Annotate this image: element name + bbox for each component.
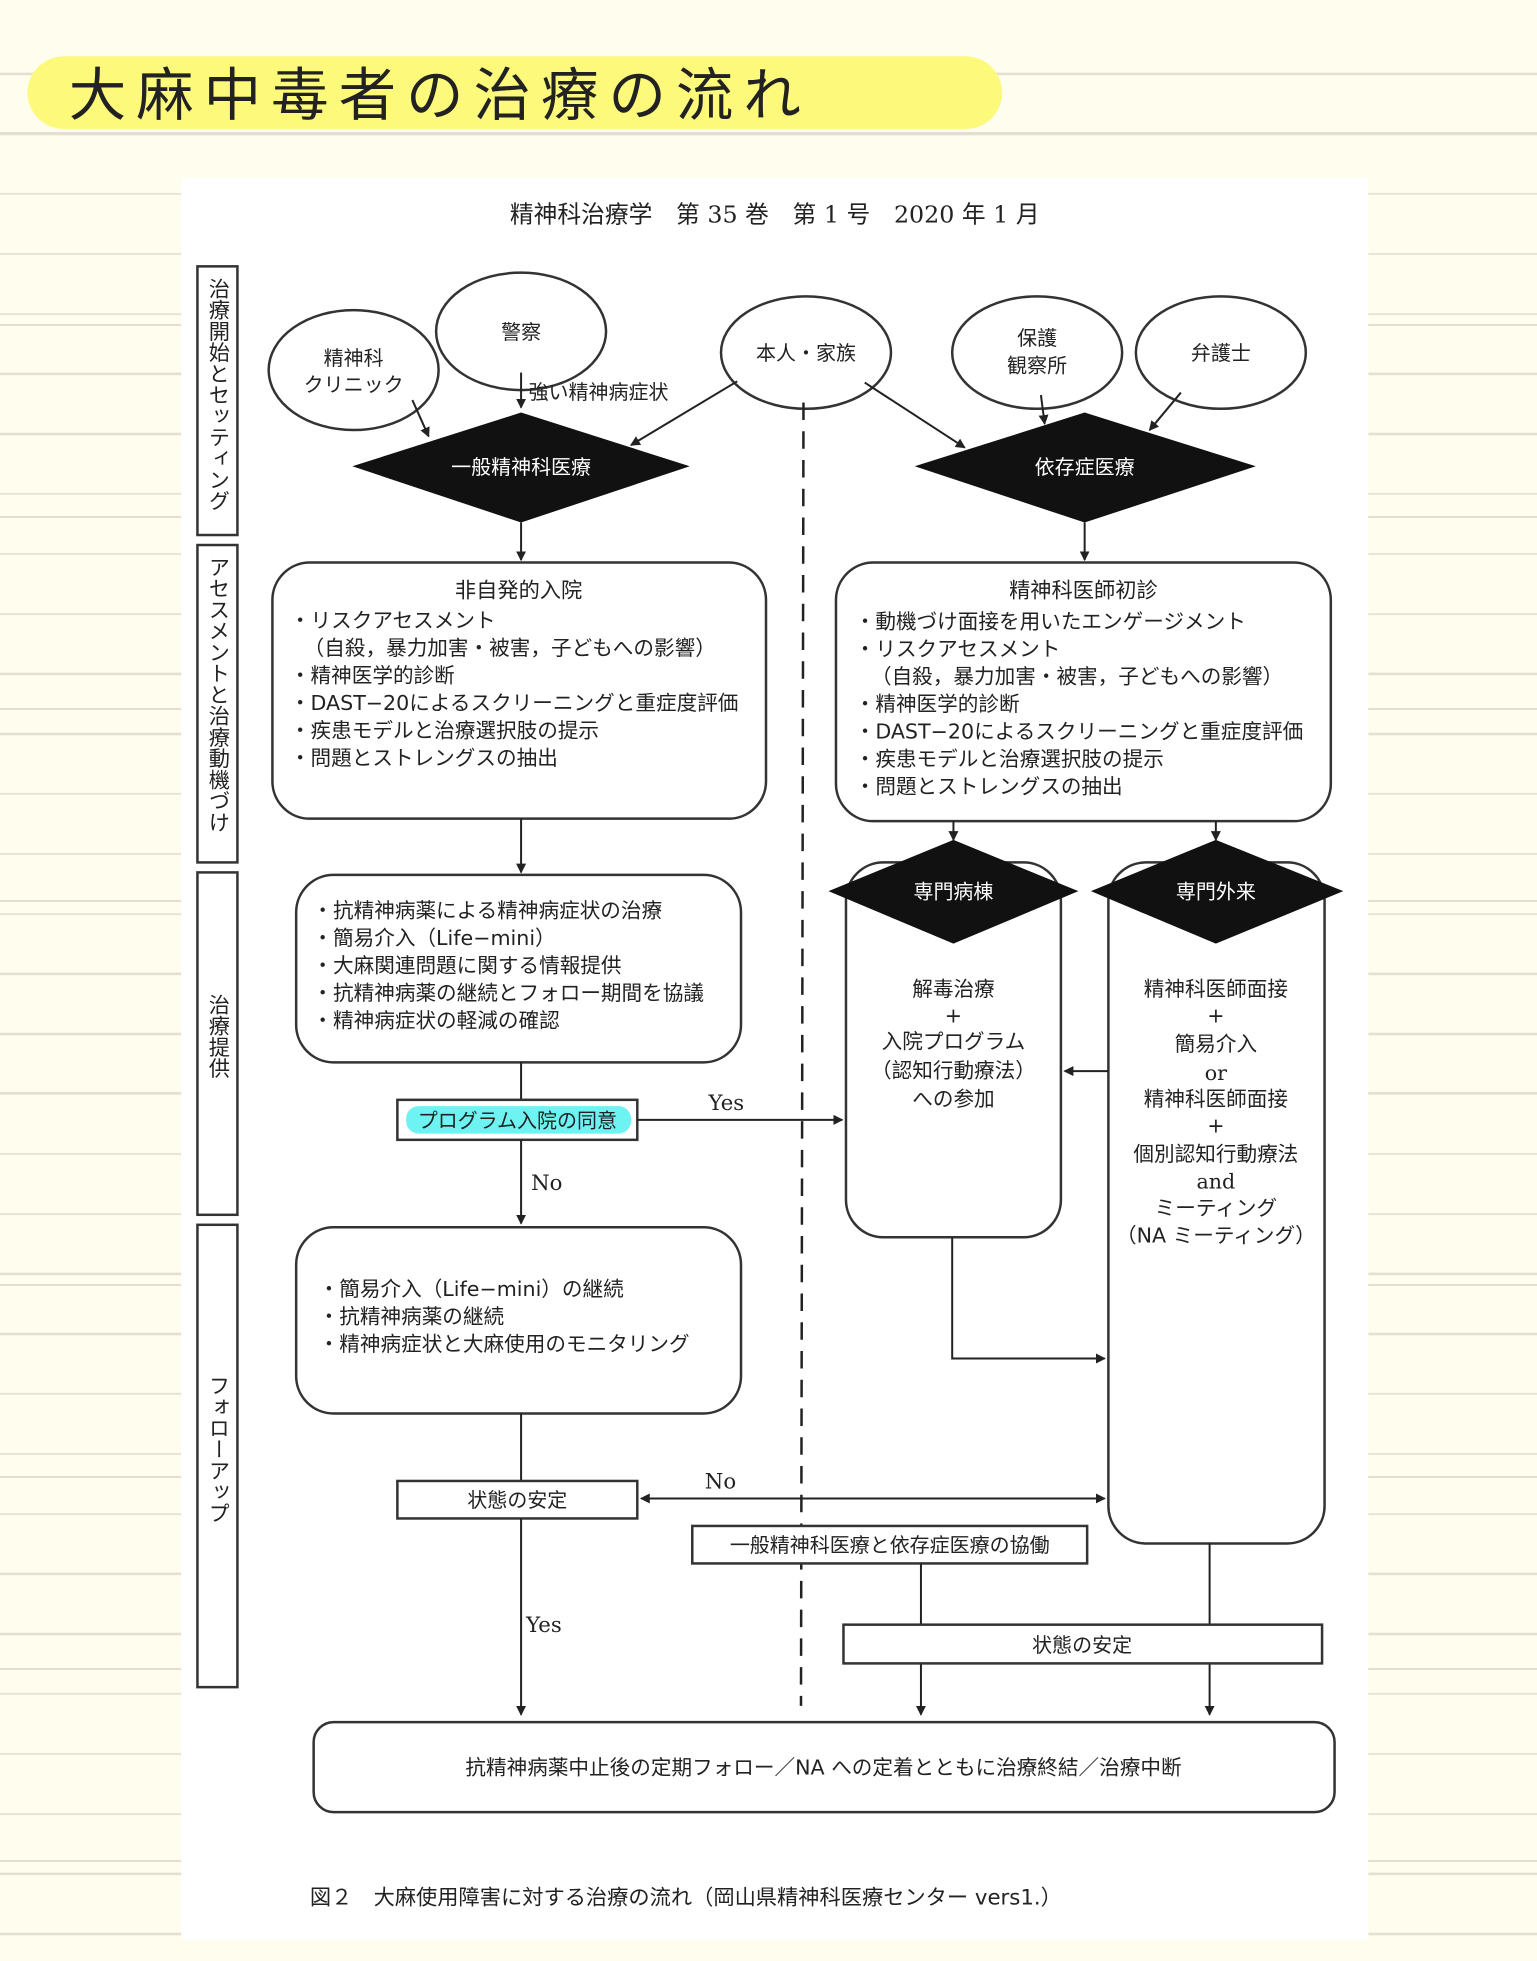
stable-box-left: 状態の安定 [396,1479,639,1520]
source-police: 警察 [434,271,608,392]
svg-text:+: + [945,1003,962,1027]
svg-text:専門外来: 専門外来 [1176,880,1256,904]
source-probation: 保護 観察所 [950,295,1124,411]
svg-text:（認知行動療法）: （認知行動療法） [871,1058,1036,1082]
severe-symptoms-label: 強い精神病症状 [529,380,669,404]
figure-caption: 図２ 大麻使用障害に対する治療の流れ（岡山県精神科医療センター vers1.） [310,1886,1062,1911]
svg-text:入院プログラム: 入院プログラム [882,1030,1026,1054]
note-title: 大麻中毒者の治療の流れ [69,62,811,129]
svg-text:・簡易介入（Life−mini）: ・簡易介入（Life−mini） [312,926,555,950]
svg-text:抗精神病薬中止後の定期フォロー／NA への定着とともに治療終: 抗精神病薬中止後の定期フォロー／NA への定着とともに治療終結／治療中断 [465,1756,1181,1780]
svg-text:（NA ミーティング）: （NA ミーティング） [1116,1223,1316,1247]
divider-dashed-line [799,402,805,1706]
first-visit-arrows [948,821,1221,842]
svg-text:ミーティング: ミーティング [1155,1196,1277,1220]
source-lawyer: 弁護士 [1134,295,1308,411]
svg-text:・リスクアセスメント: ・リスクアセスメント [855,637,1061,661]
svg-text:非自発的入院: 非自発的入院 [455,578,582,603]
specialized-outpatient: 専門外来 精神科医師面接 + 簡易介入 or 精神科医師面接 + 個別認知行動療… [1090,839,1344,1545]
svg-text:クリニック: クリニック [304,372,404,396]
treatment-box: ・抗精神病薬による精神病症状の治療 ・簡易介入（Life−mini） ・大麻関連… [294,873,743,1064]
svg-text:精神科医師初診: 精神科医師初診 [1009,578,1158,603]
diamond-to-box-arrows [516,522,1090,562]
specialized-ward: 専門病棟 解毒治療 + 入院プログラム （認知行動療法） への参加 [828,839,1079,1239]
svg-text:状態の安定: 状態の安定 [1032,1633,1132,1657]
svg-text:・精神医学的診断: ・精神医学的診断 [855,692,1020,716]
svg-text:・精神病症状の軽減の確認: ・精神病症状の軽減の確認 [312,1008,559,1032]
svg-text:一般精神科医療: 一般精神科医療 [451,455,591,479]
svg-text:保護: 保護 [1017,326,1057,350]
svg-text:and: and [1196,1170,1235,1194]
general-psychiatry-diamond: 一般精神科医療 [352,412,690,523]
svg-text:・抗精神病薬の継続とフォロー期間を協議: ・抗精神病薬の継続とフォロー期間を協議 [312,981,704,1005]
svg-text:簡易介入: 簡易介入 [1175,1032,1257,1056]
phase-label-assessment: アセスメントと治療動機づけ [205,556,230,832]
svg-text:+: + [1207,1003,1224,1027]
svg-text:・疾患モデルと治療選択肢の提示: ・疾患モデルと治療選択肢の提示 [290,718,599,742]
svg-text:（自殺，暴力加害・被害，子どもへの影響）: （自殺，暴力加害・被害，子どもへの影響） [871,665,1283,689]
svg-text:警察: 警察 [501,320,541,344]
no-label: No [531,1171,562,1196]
svg-text:（自殺，暴力加害・被害，子どもへの影響）: （自殺，暴力加害・被害，子どもへの影響） [304,636,716,660]
svg-text:プログラム入院の同意: プログラム入院の同意 [418,1108,617,1132]
yes-label: Yes [708,1091,745,1116]
svg-text:・問題とストレングスの抽出: ・問題とストレングスの抽出 [290,746,558,770]
svg-text:+: + [1207,1113,1224,1137]
title-highlight [27,56,1003,129]
svg-text:依存症医療: 依存症医療 [1035,455,1135,479]
svg-text:・問題とストレングスの抽出: ・問題とストレングスの抽出 [855,775,1123,799]
svg-text:精神科医師面接: 精神科医師面接 [1144,1087,1288,1111]
followup-box: ・簡易介入（Life−mini）の継続 ・抗精神病薬の継続 ・精神病症状と大麻使… [294,1226,743,1415]
consent-box: プログラム入院の同意 [396,1098,639,1142]
svg-text:状態の安定: 状態の安定 [467,1488,567,1512]
svg-text:個別認知行動療法: 個別認知行動療法 [1133,1142,1298,1166]
svg-text:・DAST−20によるスクリーニングと重症度評価: ・DAST−20によるスクリーニングと重症度評価 [290,691,739,715]
phase-label-setting: 治療開始とセッティング [205,277,230,511]
svg-text:・DAST−20によるスクリーニングと重症度評価: ・DAST−20によるスクリーニングと重症度評価 [855,720,1304,744]
ward-to-outpatient-arrow [951,1237,1106,1364]
cyan-highlight [406,1106,632,1134]
svg-text:・精神医学的診断: ・精神医学的診断 [290,663,455,687]
involuntary-admission-box: 非自発的入院 ・リスクアセスメント （自殺，暴力加害・被害，子どもへの影響） ・… [271,561,768,820]
svg-text:解毒治療: 解毒治療 [912,977,994,1001]
svg-text:精神科医師面接: 精神科医師面接 [1144,977,1288,1001]
collaboration-box: 一般精神科医療と依存症医療の協働 [691,1524,1089,1565]
svg-text:・動機づけ面接を用いたエンゲージメント: ・動機づけ面接を用いたエンゲージメント [855,610,1246,634]
first-visit-box: 精神科医師初診 ・動機づけ面接を用いたエンゲージメント ・リスクアセスメント （… [834,561,1333,823]
source-arrows [411,372,1182,449]
journal-header: 精神科治療学 第 35 巻 第 1 号 2020 年 1 月 [510,201,1040,229]
svg-text:本人・家族: 本人・家族 [756,341,856,365]
svg-text:精神科: 精神科 [324,346,384,370]
svg-text:・大麻関連問題に関する情報提供: ・大麻関連問題に関する情報提供 [312,953,621,977]
svg-text:・抗精神病薬の継続: ・抗精神病薬の継続 [319,1305,505,1329]
phase-label-followup: フォローアップ [205,1375,230,1524]
stable-box-right: 状態の安定 [842,1623,1324,1665]
addiction-medicine-diamond: 依存症医療 [914,412,1256,523]
phase-labels: 治療開始とセッティング アセスメントと治療動機づけ 治療提供 フォローアップ [196,265,239,1689]
svg-text:・リスクアセスメント: ・リスクアセスメント [290,608,496,632]
svg-text:への参加: への参加 [912,1087,994,1111]
svg-text:・疾患モデルと治療選択肢の提示: ・疾患モデルと治療選択肢の提示 [855,747,1164,771]
svg-text:・簡易介入（Life−mini）の継続: ・簡易介入（Life−mini）の継続 [319,1277,624,1301]
svg-text:・抗精神病薬による精神病症状の治療: ・抗精神病薬による精神病症状の治療 [312,898,662,922]
yes-label-2: Yes [525,1613,562,1638]
svg-text:専門病棟: 専門病棟 [913,880,993,904]
svg-text:弁護士: 弁護士 [1191,341,1251,365]
svg-text:or: or [1205,1061,1227,1085]
source-clinic: 精神科 クリニック [267,308,440,432]
final-outcome-box: 抗精神病薬中止後の定期フォロー／NA への定着とともに治療終結／治療中断 [312,1720,1336,1814]
no-label-2: No [705,1469,736,1494]
svg-text:一般精神科医療と依存症医療の協働: 一般精神科医療と依存症医療の協働 [730,1533,1050,1557]
svg-text:・精神病症状と大麻使用のモニタリング: ・精神病症状と大麻使用のモニタリング [319,1332,690,1356]
svg-text:観察所: 観察所 [1007,354,1067,378]
source-family: 本人・家族 [719,295,893,411]
phase-label-treatment: 治療提供 [205,993,230,1079]
